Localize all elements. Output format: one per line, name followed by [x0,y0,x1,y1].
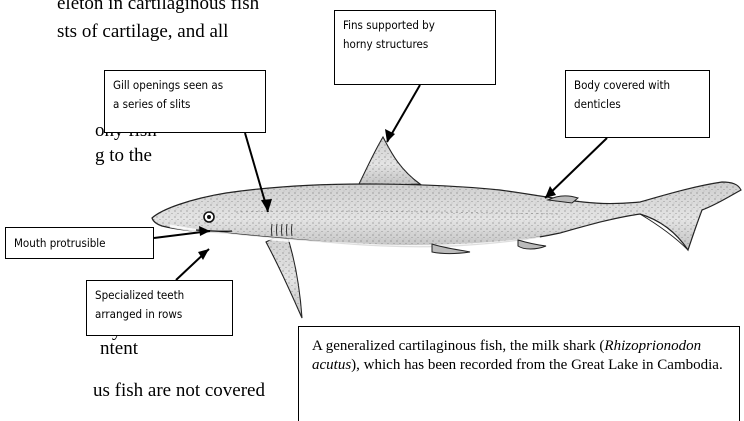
label-body-denticles: Body covered with denticles [565,70,710,138]
figure-caption: A generalized cartilaginous fish, the mi… [298,326,740,421]
label-fins-supported: Fins supported by horny structures [334,10,496,85]
caption-suffix: ), which has been recorded from the Grea… [351,357,723,373]
pointer-body [545,138,607,198]
label-specialized-teeth: Specialized teeth arranged in rows [86,280,233,336]
label-gill-openings: Gill openings seen as a series of slits [104,70,266,133]
anal-fin [518,240,546,249]
label-mouth-protrusible: Mouth protrusible [5,227,154,259]
caption-prefix: A generalized cartilaginous fish, the mi… [312,338,604,354]
